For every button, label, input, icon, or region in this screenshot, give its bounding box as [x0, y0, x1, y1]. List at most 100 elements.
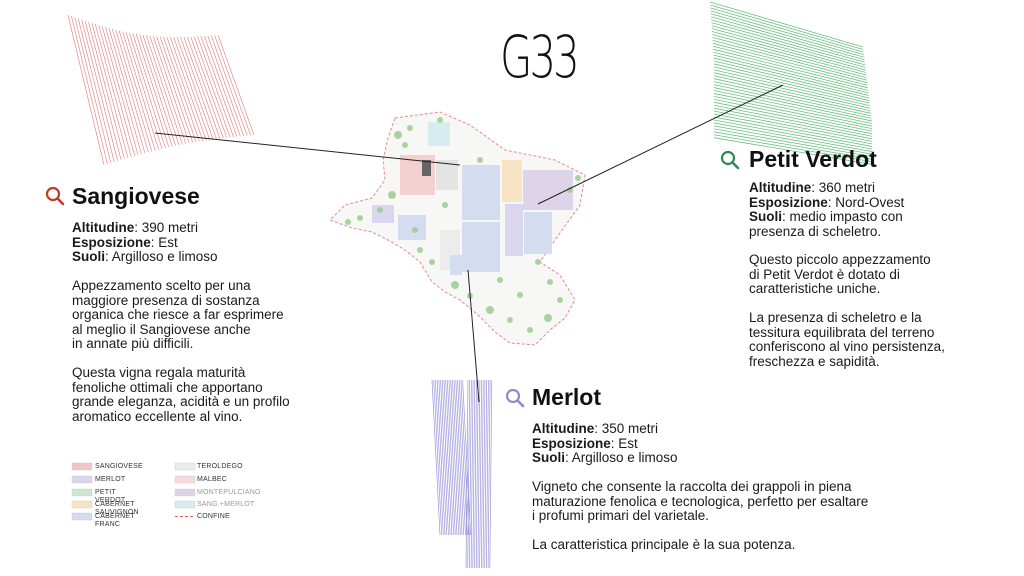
sangiovese-title: Sangiovese: [72, 183, 200, 209]
hatch-line: [146, 35, 183, 145]
hatch-line: [713, 75, 871, 112]
hatch-line: [710, 4, 864, 50]
hatch-line: [480, 379, 484, 569]
hatch-line: [448, 379, 458, 536]
hatch-line: [713, 131, 873, 160]
hatch-line: [142, 34, 180, 146]
search-icon: [720, 150, 740, 170]
legend-label: MONTEPULCIANO: [197, 489, 261, 496]
hatch-line: [445, 379, 454, 536]
hatch-line: [462, 379, 471, 536]
hatch-line: [713, 87, 872, 122]
hatch-line: [118, 30, 156, 151]
hatch-line: [169, 36, 207, 141]
hatch-line: [713, 119, 873, 150]
hatch-line: [711, 19, 865, 63]
hatch-line: [711, 31, 867, 73]
hatch-line: [711, 22, 866, 66]
hatch-line: [77, 18, 115, 162]
legend-label: TEROLDEGO: [197, 463, 243, 470]
hatch-line: [67, 14, 105, 166]
hatch-line: [453, 379, 463, 536]
hatch-line: [135, 33, 173, 147]
hatch-line: [712, 42, 868, 84]
hatch-line: [713, 98, 873, 132]
legend-swatch: [174, 500, 196, 509]
hatch-line: [149, 35, 187, 144]
hatch-line: [482, 379, 486, 569]
hatch-line: [470, 379, 474, 569]
hatch-line: [713, 48, 868, 89]
hatch-line: [446, 379, 456, 536]
sangiovese-info: Altitudine: 390 metri Esposizione: Est S…: [72, 220, 218, 264]
hatch-line: [710, 13, 865, 58]
legend-label: PETIT VERDOT: [95, 489, 126, 504]
hatch-line: [713, 128, 873, 158]
hatch-line: [713, 107, 873, 140]
hatch-line: [129, 32, 166, 149]
hatch-line: [433, 379, 443, 536]
hatch-line: [217, 34, 255, 136]
hatch-line: [173, 36, 211, 140]
hatch-line: [441, 379, 451, 536]
merlot-info: Altitudine: 350 metri Esposizione: Est S…: [532, 421, 678, 465]
hatch-line: [186, 36, 224, 139]
hatch-line: [88, 21, 125, 159]
hatch-line: [207, 35, 245, 137]
hatch-line: [477, 379, 481, 569]
legend-label: CABERNET SAUVIGNON: [95, 501, 139, 516]
hatch-line: [74, 17, 112, 164]
hatch-line: [710, 16, 865, 61]
hatch-line: [156, 36, 193, 143]
hatch-line: [713, 137, 873, 165]
legend-swatch: [71, 500, 93, 509]
hatch-line: [474, 379, 477, 569]
hatch-line: [713, 104, 873, 137]
hatch-line: [713, 125, 873, 155]
hatch-line: [489, 379, 493, 569]
hatch-line: [713, 122, 873, 152]
hatch-line: [467, 379, 471, 569]
hatch-line: [713, 101, 873, 135]
hatch-line: [713, 93, 873, 127]
hatch-line: [486, 379, 489, 569]
petit-verdot-plot-shape: [709, 1, 873, 165]
legend-label: SANGIOVESE: [95, 463, 143, 470]
hatch-line: [91, 22, 129, 158]
hatch-line: [484, 379, 488, 569]
hatch-line: [460, 379, 470, 536]
hatch-line: [435, 379, 444, 536]
hatch-line: [101, 25, 139, 156]
hatch-line: [713, 96, 873, 129]
hatch-line: [115, 29, 153, 152]
estate-map: [329, 111, 586, 346]
hatch-line: [108, 27, 146, 154]
hatch-line: [180, 36, 217, 140]
legend-swatch: [174, 488, 196, 497]
legend-swatch: [71, 488, 93, 497]
legend-label: MERLOT: [95, 476, 126, 483]
legend-label: CABERNET FRANC: [95, 513, 135, 528]
hatch-line: [193, 36, 231, 138]
hatch-line: [94, 23, 132, 157]
hatch-line: [711, 25, 866, 68]
legend-swatch: [174, 475, 196, 484]
hatch-line: [710, 7, 864, 53]
hatch-line: [183, 36, 221, 139]
hatch-line: [469, 379, 472, 569]
hatch-line: [443, 379, 453, 536]
hatch-line: [111, 28, 149, 153]
hatch-line: [122, 31, 159, 150]
hatch-line: [713, 134, 873, 163]
hatch-line: [713, 60, 870, 99]
search-icon: [45, 186, 65, 206]
hatch-line: [166, 36, 204, 141]
legend-label: MALBEC: [197, 476, 227, 483]
hatch-line: [713, 54, 869, 94]
hatch-line: [452, 379, 461, 536]
